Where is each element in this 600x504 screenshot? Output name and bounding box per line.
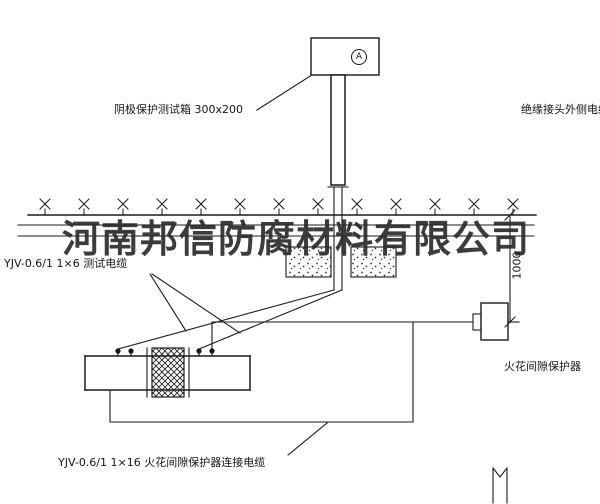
test-box-leader-line	[256, 72, 316, 111]
label-spark-protector: 火花间隙保护器	[504, 360, 581, 373]
spark-gap-protector-shape	[472, 302, 509, 341]
watermark-strike-lines	[17, 224, 535, 237]
ammeter-symbol: A	[351, 49, 367, 65]
spark-gap-cables	[109, 321, 474, 423]
test-box-shape	[310, 37, 380, 76]
dimension-line	[504, 209, 520, 328]
label-test-cable: YJV-0.6/1 1×6 测试电缆	[4, 257, 128, 270]
label-test-box: 阴极保护测试箱 300x200	[114, 103, 243, 116]
leader-lines	[149, 273, 328, 456]
insulating-joint	[146, 347, 190, 398]
concrete-blocks	[285, 246, 397, 278]
grade-marks	[39, 198, 519, 216]
label-outer-cable: 绝缘接头外侧电缆	[521, 103, 600, 116]
dimension-text-1000: 1000	[510, 251, 524, 280]
cable-connection-stems	[117, 350, 213, 357]
pipe-break-symbol	[492, 467, 508, 504]
test-cables	[117, 289, 343, 350]
riser-conduit	[327, 74, 349, 291]
label-spark-cable: YJV-0.6/1 1×16 火花间隙保护器连接电缆	[58, 456, 266, 469]
company-watermark: 河南邦信防腐材料有限公司	[62, 217, 531, 261]
